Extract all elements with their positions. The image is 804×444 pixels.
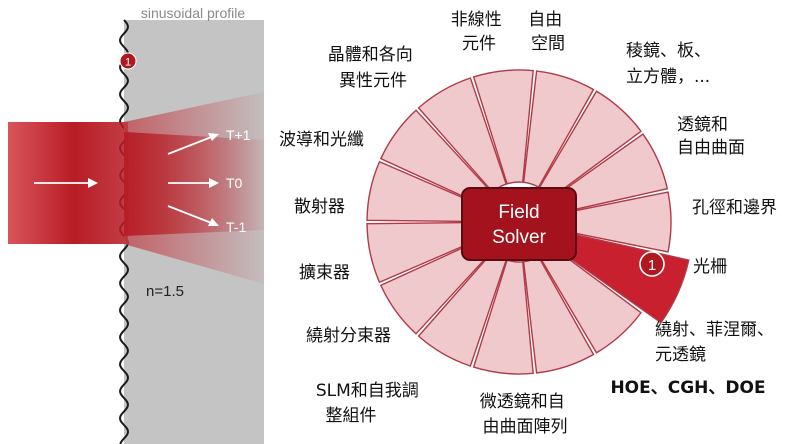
label-crystals: 晶體和各向 異性元件 (328, 45, 418, 91)
label-expander: 擴束器 (299, 263, 350, 283)
diffracted-beam-core (124, 132, 264, 236)
label-hoe: HOE、CGH、DOE (610, 378, 765, 398)
field-solver-wheel (366, 69, 690, 375)
label-prisms: 稜鏡、板、 立方體，... (626, 41, 716, 87)
label-slm: SLM和自我調 整組件 (316, 381, 424, 426)
field-solver-center: Field Solver (461, 187, 577, 261)
wheel-segment (522, 70, 595, 189)
label-free-space: 自由 空間 (528, 10, 567, 54)
wheel-segment (472, 259, 534, 375)
order-label-minus1: T-1 (226, 219, 246, 235)
order-arrow-plus1 (167, 133, 219, 155)
profile-label: sinusoidal profile (141, 5, 245, 21)
wheel-segment (472, 69, 534, 185)
left-badge-number: 1 (125, 57, 131, 69)
label-gratings: 光柵 (693, 257, 727, 277)
label-diffractive: 繞射、菲涅爾、 元透鏡 (655, 320, 779, 365)
label-diffuser: 散射器 (294, 197, 345, 217)
label-lenses: 透鏡和 自由曲面 (677, 115, 745, 158)
label-waveguide: 波導和光纖 (279, 130, 364, 150)
highlight-badge-number: 1 (648, 257, 656, 274)
order-label-zero: T0 (226, 175, 243, 191)
label-beam-splitter: 繞射分束器 (306, 326, 391, 346)
highlight-number-badge: 1 (639, 251, 665, 277)
order-arrow-zero (168, 178, 219, 188)
order-arrow-minus1 (167, 205, 219, 226)
segment-labels: 非線性 元件 自由 空間 稜鏡、板、 立方體，... 透鏡和 自由曲面 孔徑和邊… (279, 10, 779, 437)
label-apertures: 孔徑和邊界 (692, 198, 777, 218)
label-microlens: 微透鏡和自 由曲面陣列 (480, 392, 570, 437)
incident-arrow (34, 178, 98, 188)
label-nonlinear: 非線性 元件 (451, 10, 507, 54)
left-number-badge: 1 (119, 52, 137, 70)
center-line-1: Field (498, 202, 539, 223)
order-label-plus1: T+1 (226, 127, 251, 143)
refractive-index-label: n=1.5 (146, 283, 184, 300)
center-line-2: Solver (492, 227, 547, 248)
center-box (461, 187, 577, 261)
grating-illustration: sinusoidal profile T+1 T0 T-1 n=1.5 (8, 5, 264, 444)
